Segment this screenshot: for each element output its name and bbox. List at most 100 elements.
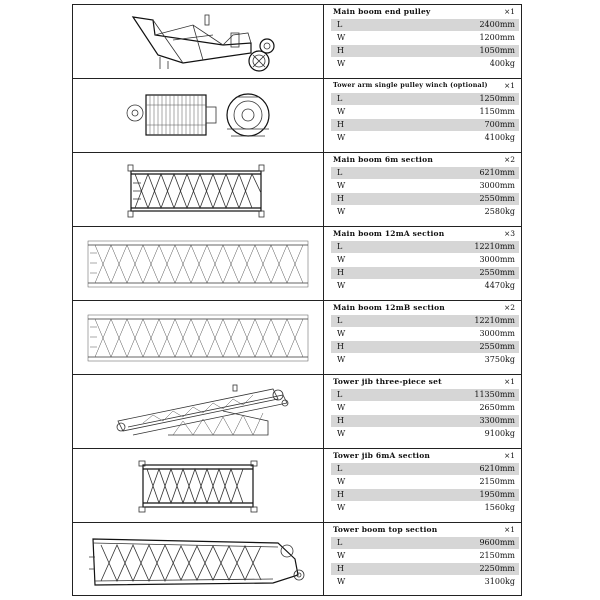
dimension-label: W xyxy=(337,281,346,290)
winch-drawing xyxy=(73,79,324,152)
dimension-value: 11350mm xyxy=(474,390,515,399)
dimension-value: 2650mm xyxy=(479,403,515,412)
dimension-value: 1050mm xyxy=(479,46,515,55)
dimension-height-row: H 2250mm xyxy=(331,563,519,576)
dimension-label: H xyxy=(337,120,344,129)
dimension-label: W xyxy=(337,429,346,438)
main-boom-end-pulley-drawing xyxy=(73,5,324,78)
dimension-value: 700mm xyxy=(484,120,515,129)
dimension-length-row: L 6210mm xyxy=(331,167,519,180)
dimension-value: 1200mm xyxy=(479,33,515,42)
component-title: Main boom 12mA section xyxy=(333,229,445,238)
dimension-value: 12210mm xyxy=(474,242,515,251)
component-row-winch: Tower arm single pulley winch (optional)… xyxy=(73,79,521,153)
dimension-length-row: L 2400mm xyxy=(331,19,519,32)
dimension-value: 2150mm xyxy=(479,477,515,486)
dimension-value: 3300mm xyxy=(479,416,515,425)
dimension-value: 6210mm xyxy=(479,168,515,177)
dimension-label: H xyxy=(337,46,344,55)
dimension-height-row: H 700mm xyxy=(331,119,519,132)
quantity-label: ×2 xyxy=(503,303,515,312)
dimension-value: 2400mm xyxy=(479,20,515,29)
dimension-value: 2150mm xyxy=(479,551,515,560)
dimension-width-row: W 2650mm xyxy=(331,402,519,415)
dimension-height-row: H 1050mm xyxy=(331,45,519,58)
dimension-label: W xyxy=(337,503,346,512)
dimension-value: 3100kg xyxy=(484,577,515,586)
dimension-height-row: H 1950mm xyxy=(331,489,519,502)
dimension-label: W xyxy=(337,255,346,264)
tower-jib-set-drawing xyxy=(73,375,324,448)
dimension-list: L 12210mm W 3000mm H 2550mm W 4470kg xyxy=(331,241,519,293)
dimension-label: W xyxy=(337,329,346,338)
main-boom-6m-drawing xyxy=(73,153,324,226)
dimension-label: L xyxy=(337,464,343,473)
dimension-value: 400kg xyxy=(489,59,515,68)
dimension-label: W xyxy=(337,403,346,412)
dimension-label: L xyxy=(337,242,343,251)
dimension-list: L 9600mm W 2150mm H 2250mm W 3100kg xyxy=(331,537,519,589)
component-title: Tower boom top section xyxy=(333,525,438,534)
dimension-weight-row: W 400kg xyxy=(331,58,519,71)
dimension-value: 3750kg xyxy=(484,355,515,364)
dimension-value: 1250mm xyxy=(479,94,515,103)
dimension-label: H xyxy=(337,268,344,277)
dimension-label: H xyxy=(337,490,344,499)
dimension-value: 3000mm xyxy=(479,255,515,264)
dimension-weight-row: W 3100kg xyxy=(331,576,519,589)
dimension-label: H xyxy=(337,564,344,573)
dimension-value: 1950mm xyxy=(479,490,515,499)
dimension-label: L xyxy=(337,20,343,29)
dimension-label: L xyxy=(337,94,343,103)
dimension-label: W xyxy=(337,133,346,142)
dimension-value: 2550mm xyxy=(479,194,515,203)
dimension-label: W xyxy=(337,59,346,68)
component-title: Tower arm single pulley winch (optional) xyxy=(333,81,488,89)
dimension-value: 2580kg xyxy=(484,207,515,216)
dimension-value: 9600mm xyxy=(479,538,515,547)
dimension-value: 9100kg xyxy=(484,429,515,438)
dimension-value: 2550mm xyxy=(479,268,515,277)
dimension-value: 2550mm xyxy=(479,342,515,351)
dimension-value: 2250mm xyxy=(479,564,515,573)
dimension-label: L xyxy=(337,316,343,325)
main-boom-12ma-drawing xyxy=(73,227,324,300)
dimension-value: 1560kg xyxy=(484,503,515,512)
dimension-label: W xyxy=(337,577,346,586)
component-title: Main boom 12mB section xyxy=(333,303,445,312)
quantity-label: ×1 xyxy=(503,451,515,460)
dimension-label: H xyxy=(337,416,344,425)
quantity-label: ×1 xyxy=(503,81,515,90)
component-title: Main boom end pulley xyxy=(333,7,431,16)
dimension-length-row: L 1250mm xyxy=(331,93,519,106)
component-title: Tower jib three-piece set xyxy=(333,377,442,386)
dimension-label: L xyxy=(337,538,343,547)
dimension-weight-row: W 4470kg xyxy=(331,280,519,293)
dimension-label: L xyxy=(337,168,343,177)
dimension-width-row: W 3000mm xyxy=(331,254,519,267)
dimension-length-row: L 12210mm xyxy=(331,241,519,254)
dimension-value: 4470kg xyxy=(484,281,515,290)
dimension-weight-row: W 9100kg xyxy=(331,428,519,441)
